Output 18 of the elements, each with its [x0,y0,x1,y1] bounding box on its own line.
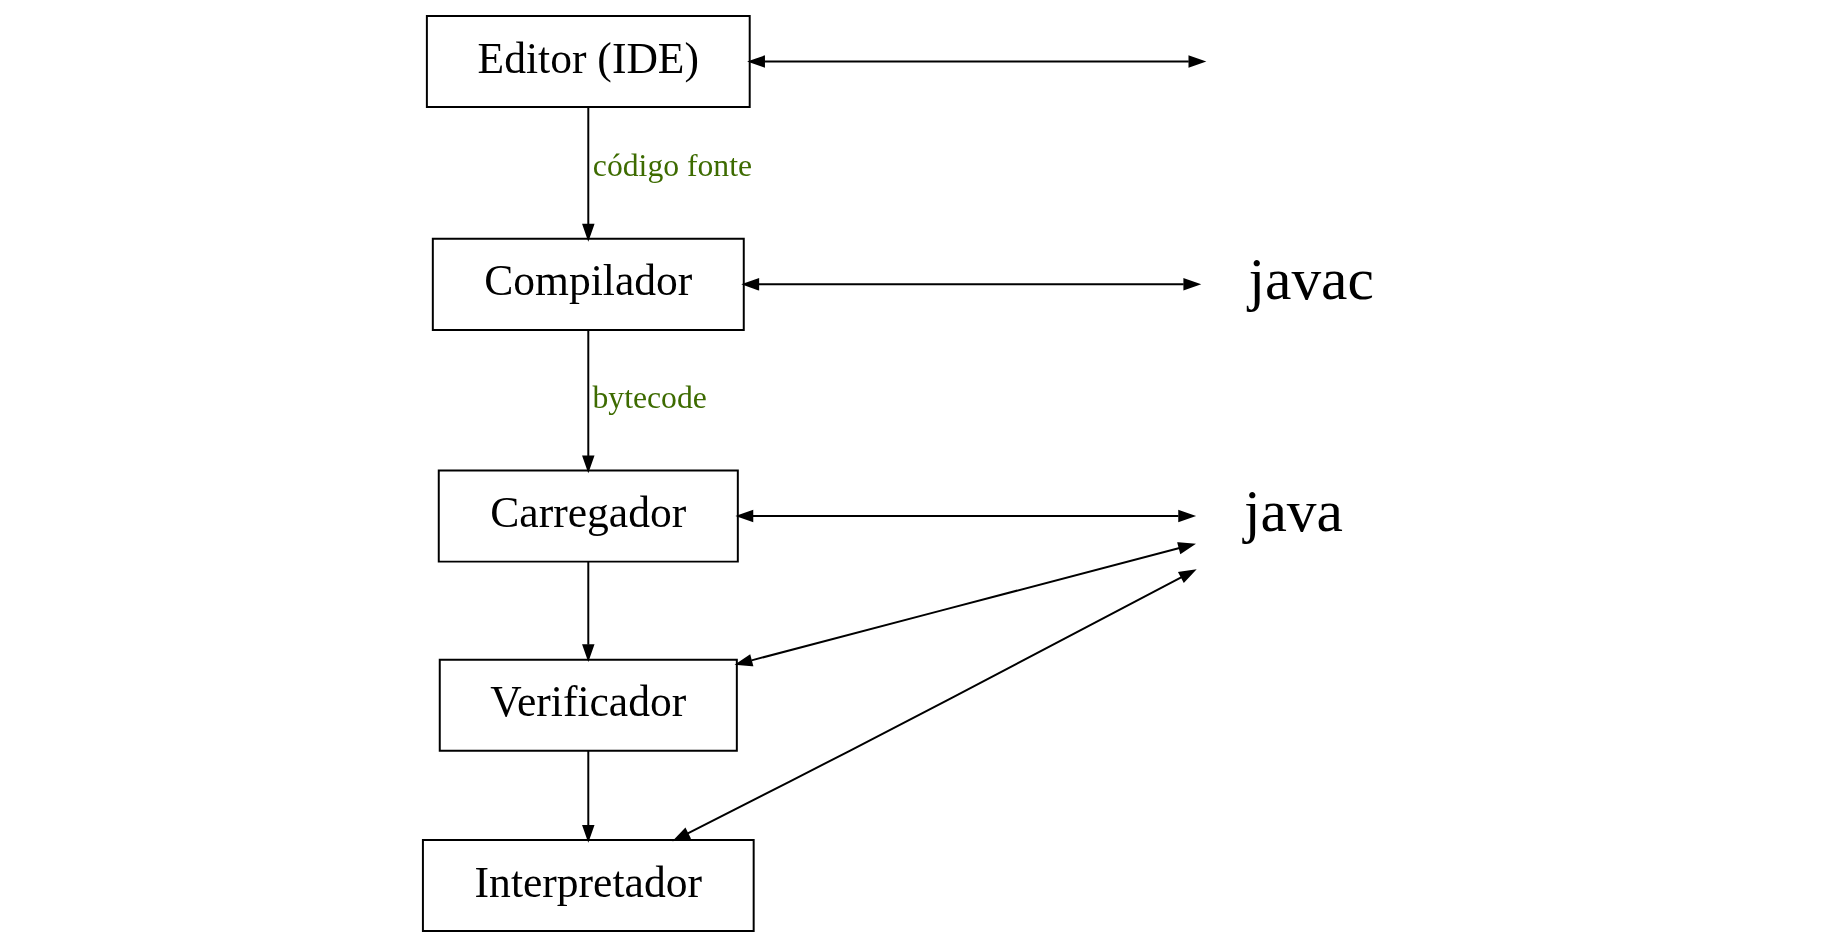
node-box: Editor (IDE) [425,15,751,109]
arrow [671,569,1197,842]
arrow [734,509,1196,523]
node-text: java [1243,477,1343,544]
arrow [581,560,595,663]
edge-label: código fonte [592,148,752,184]
arrow [746,55,1206,68]
node-box: Compilador [431,237,745,331]
arrow [581,329,595,474]
arrow [740,278,1201,291]
node-box: Carregador [437,469,739,563]
arrow [581,749,595,843]
edge-label: bytecode [592,379,707,415]
arrow [581,106,595,242]
node-box: Interpretador [421,838,755,932]
node-box: Verificador [438,658,738,752]
arrow [734,542,1196,667]
node-text: javac [1248,246,1374,313]
